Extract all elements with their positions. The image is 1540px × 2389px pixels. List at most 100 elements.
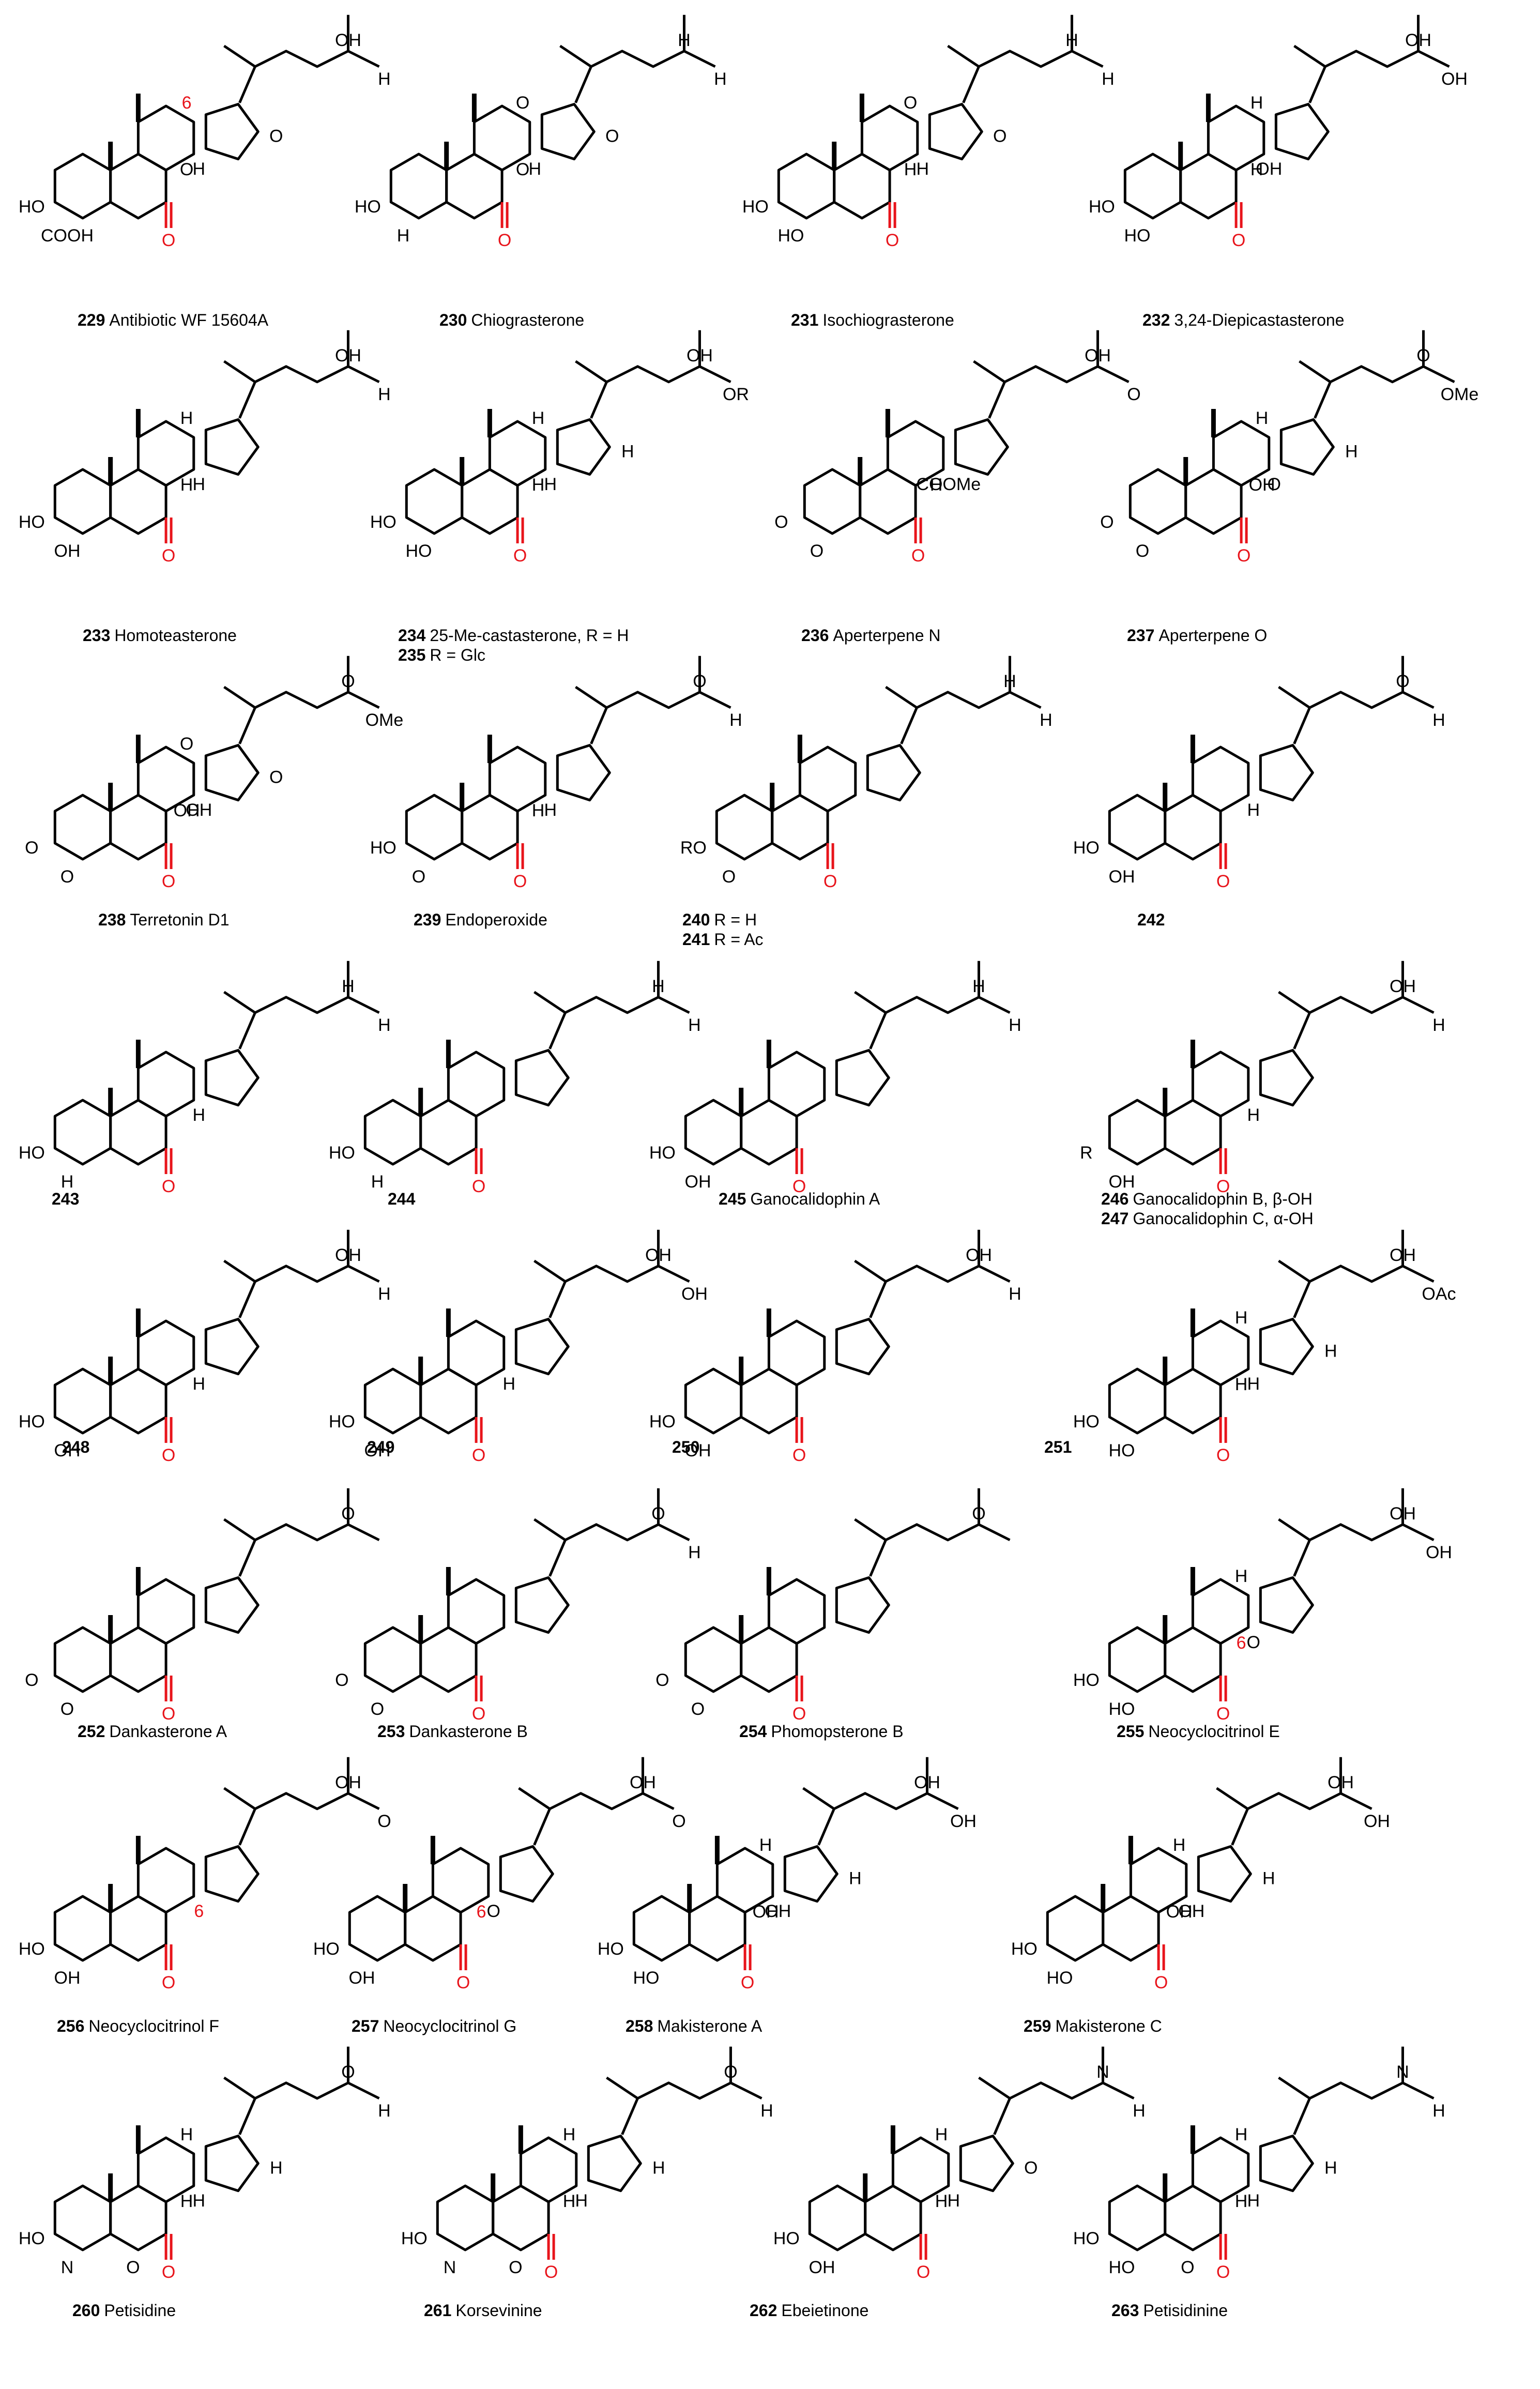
caption-line: 242 bbox=[1137, 910, 1169, 930]
steroid-skeleton bbox=[715, 656, 1042, 861]
ketone-oxygen: O bbox=[162, 1973, 175, 1992]
side-chain bbox=[238, 1265, 380, 1318]
atom-label: HO bbox=[1109, 1699, 1135, 1719]
atom-label: H bbox=[532, 801, 545, 820]
ketone-oxygen: O bbox=[792, 1704, 806, 1724]
methyl-branch bbox=[947, 44, 980, 68]
methyl-branch bbox=[223, 991, 256, 1014]
ring-d bbox=[499, 1845, 554, 1903]
steroid-skeleton bbox=[53, 14, 380, 220]
compound-name: R = Glc bbox=[430, 646, 485, 664]
compound-number: 245 bbox=[719, 1190, 746, 1208]
ketone-oxygen: O bbox=[1216, 2262, 1230, 2282]
ring-b bbox=[1164, 1367, 1222, 1435]
atom-label: H bbox=[180, 408, 193, 428]
atom-label: H bbox=[1247, 800, 1260, 820]
atom-label: HO bbox=[649, 1412, 676, 1432]
atom-label: O bbox=[904, 93, 917, 113]
ring-a bbox=[53, 1367, 112, 1435]
ketone-oxygen: O bbox=[544, 2262, 558, 2282]
methyl-branch bbox=[606, 2076, 638, 2099]
compound-name: Terretonin D1 bbox=[130, 910, 230, 929]
compound-name: Ebeietinone bbox=[781, 2301, 869, 2320]
atom-label: H bbox=[378, 2101, 391, 2121]
atom-label: HO bbox=[1089, 197, 1115, 217]
compound-name: Petisidinine bbox=[1143, 2301, 1228, 2320]
ring-d bbox=[1259, 1576, 1314, 1634]
atom-label: H bbox=[1102, 69, 1115, 89]
steroid-skeleton bbox=[389, 14, 716, 220]
atom-label: O bbox=[1396, 672, 1409, 691]
ring-a bbox=[715, 794, 774, 861]
compound-number: 240 bbox=[682, 910, 710, 929]
atom-label: O bbox=[722, 867, 736, 887]
side-chain bbox=[590, 691, 731, 744]
atom-label: OH bbox=[1364, 1812, 1390, 1831]
methyl-branch bbox=[223, 44, 256, 68]
atom-label: OH bbox=[687, 346, 713, 366]
ring-a bbox=[777, 153, 836, 220]
ring-b bbox=[1102, 1895, 1160, 1962]
ring-d bbox=[959, 2135, 1014, 2193]
atom-label: O bbox=[341, 672, 355, 691]
atom-label: O bbox=[691, 1699, 705, 1719]
atom-label: H bbox=[563, 2192, 576, 2211]
caption-line: 249 bbox=[367, 1437, 399, 1457]
compound-name: 25-Me-castasterone, R = H bbox=[430, 626, 629, 645]
ring-a bbox=[1046, 1895, 1105, 1962]
atom-label: OH bbox=[335, 1245, 361, 1265]
atom-label: O bbox=[1136, 541, 1149, 561]
compound-caption: 249 bbox=[367, 1437, 399, 1457]
ring-b bbox=[461, 468, 519, 535]
atom-label: H bbox=[192, 159, 205, 179]
ring-a bbox=[348, 1895, 407, 1962]
atom-label: OH bbox=[966, 1245, 992, 1265]
ring-c bbox=[431, 1847, 490, 1914]
ketone-oxygen: O bbox=[162, 872, 175, 891]
ring-b bbox=[1184, 468, 1243, 535]
ring-c bbox=[519, 2136, 578, 2203]
compound-name: Neocyclocitrinol G bbox=[383, 2017, 517, 2035]
ring-c bbox=[886, 420, 945, 487]
methyl-branch bbox=[533, 1518, 566, 1541]
atom-label: O bbox=[1100, 512, 1114, 532]
atom-label: OH bbox=[645, 1245, 672, 1265]
atom-label: H bbox=[61, 1172, 74, 1192]
side-chain bbox=[238, 50, 380, 103]
atom-label: HO bbox=[19, 197, 45, 217]
atom-label: HO bbox=[1047, 1968, 1073, 1988]
ring-d bbox=[835, 1318, 890, 1376]
atom-label: OH bbox=[335, 1773, 361, 1792]
compound-number: 262 bbox=[750, 2301, 777, 2320]
atom-label: O bbox=[724, 2062, 737, 2082]
atom-label: HO bbox=[19, 2229, 45, 2248]
atom-label: H bbox=[1324, 1342, 1337, 1361]
steroid-skeleton bbox=[53, 2046, 380, 2251]
atom-label: OH bbox=[54, 541, 81, 561]
atom-label: OH bbox=[765, 1901, 791, 1921]
side-chain bbox=[869, 1265, 1011, 1318]
ring-d bbox=[1197, 1845, 1252, 1903]
atom-label: OH bbox=[335, 31, 361, 50]
ring-b bbox=[109, 1626, 167, 1693]
methyl-branch bbox=[575, 360, 607, 383]
side-chain bbox=[574, 50, 716, 103]
steroid-skeleton bbox=[1129, 330, 1455, 535]
atom-label: H bbox=[1009, 1284, 1021, 1304]
atom-label: H bbox=[502, 1374, 515, 1394]
